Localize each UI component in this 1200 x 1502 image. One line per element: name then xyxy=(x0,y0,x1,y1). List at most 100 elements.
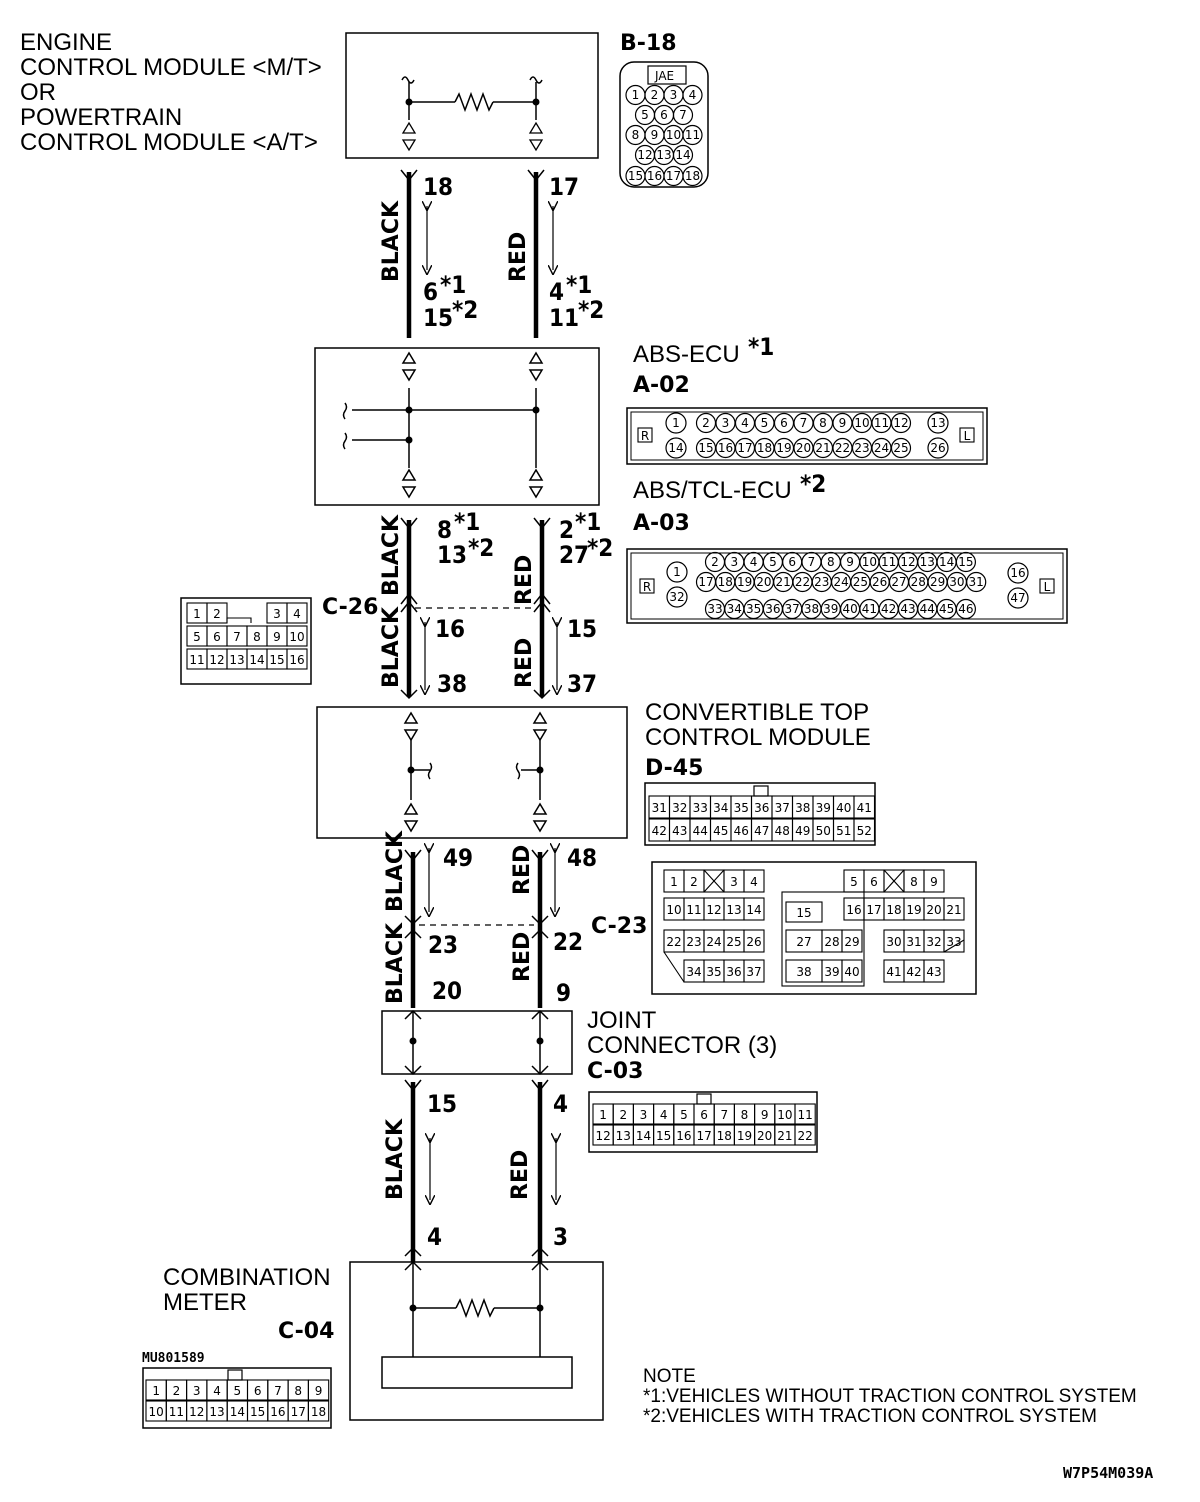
a03-pin-32 xyxy=(666,586,688,608)
c26-pin-6-label: 6 xyxy=(213,630,221,644)
abs-tcl-ecu-label: ABS/TCL-ECU xyxy=(633,477,792,504)
a03-pin-43-label: 43 xyxy=(900,602,915,616)
conv-label-1: CONVERTIBLE TOP xyxy=(645,699,869,726)
c23-pin-26-label: 26 xyxy=(746,935,761,949)
wire-color-red-3: RED xyxy=(512,638,537,688)
c03-pin-8-label: 8 xyxy=(741,1108,749,1122)
c23-connector-code: C-23 xyxy=(591,914,647,939)
a03-pin-5-label: 5 xyxy=(769,555,777,569)
star-2b: *2 xyxy=(578,296,604,324)
b18-pin-7 xyxy=(672,104,694,126)
a03-pin-46 xyxy=(955,598,977,620)
d45-pin-46-label: 46 xyxy=(734,824,749,838)
a02-pin-24-label: 24 xyxy=(874,441,889,455)
b18-pin-5-label: 5 xyxy=(641,108,649,122)
a02-connector xyxy=(626,407,988,465)
c23-pin-40-label: 40 xyxy=(844,965,859,979)
a03-pin-34-label: 34 xyxy=(727,602,742,616)
c04-pin-3-label: 3 xyxy=(193,1384,201,1398)
c23-pin-5-label: 5 xyxy=(850,875,858,889)
c26-pin-4 xyxy=(286,602,308,624)
a03-pin-39-label: 39 xyxy=(823,602,838,616)
a03-pin-3-label: 3 xyxy=(730,555,738,569)
a03-pin-1-label: 1 xyxy=(673,565,681,579)
a02-pin-8-label: 8 xyxy=(819,416,827,430)
star-2c: *2 xyxy=(468,534,494,562)
b18-pin-18 xyxy=(682,165,703,187)
a03-pin-24-label: 24 xyxy=(833,575,848,589)
a02-pin-12-label: 12 xyxy=(893,416,908,430)
d45-pin-35-label: 35 xyxy=(734,801,749,815)
note-line-2: *2:VEHICLES WITH TRACTION CONTROL SYSTEM xyxy=(643,1406,1097,1427)
c03-pin-1-label: 1 xyxy=(599,1108,607,1122)
c23-pin-12-label: 12 xyxy=(706,903,721,917)
star-2a: *2 xyxy=(452,296,478,324)
c23-pin-29-label: 29 xyxy=(844,935,859,949)
b18-connector-code: B-18 xyxy=(620,31,677,56)
pin-joint-right-bot: 4 xyxy=(553,1090,568,1118)
d45-pin-40-label: 40 xyxy=(836,801,851,815)
b18-pin-10-label: 10 xyxy=(666,128,681,142)
c04-pin-2-label: 2 xyxy=(173,1384,181,1398)
d45-pin-42-label: 42 xyxy=(652,824,667,838)
a02-pin-3-label: 3 xyxy=(722,416,730,430)
pin-joint-left-top: 20 xyxy=(432,977,462,1005)
c26-pin-13-label: 13 xyxy=(229,653,244,667)
c26-pin-4-label: 4 xyxy=(293,607,301,621)
c26-pin-3-label: 3 xyxy=(273,607,281,621)
d45-pin-41-label: 41 xyxy=(857,801,872,815)
a03-pin-47-label: 47 xyxy=(1010,591,1025,605)
c23-pin-26 xyxy=(743,929,765,953)
d45-pin-52-label: 52 xyxy=(857,824,872,838)
joint-internal xyxy=(404,1009,549,1076)
a03-pin-15 xyxy=(955,551,977,573)
pin-c26-left-bot: 38 xyxy=(437,670,467,698)
d45-pin-34-label: 34 xyxy=(713,801,728,815)
pin-conv-right: 48 xyxy=(567,844,597,872)
pin-conv-left: 49 xyxy=(443,844,473,872)
d45-pin-33-label: 33 xyxy=(693,801,708,815)
c26-pin-7-label: 7 xyxy=(233,630,241,644)
b18-pin-18-label: 18 xyxy=(685,169,700,183)
svg-text:ENGINE: ENGINE xyxy=(20,29,112,56)
c23-pin-16-label: 16 xyxy=(846,903,861,917)
c23-pin-13-label: 13 xyxy=(726,903,741,917)
b18-pin-1-label: 1 xyxy=(632,88,640,102)
a02-pin-21-label: 21 xyxy=(815,441,830,455)
c23-pin-11-label: 11 xyxy=(686,903,701,917)
c23-pin-32-label: 32 xyxy=(926,935,941,949)
a03-side-l xyxy=(1039,578,1055,594)
a02-pin-7-label: 7 xyxy=(800,416,808,430)
a02-pin-9-label: 9 xyxy=(839,416,847,430)
a03-pin-6-label: 6 xyxy=(788,555,796,569)
b18-pin-14-label: 14 xyxy=(675,148,690,162)
c23-pin-15-label: 15 xyxy=(796,906,811,920)
c04-pin-11-label: 11 xyxy=(169,1405,184,1419)
c23-pin-37-label: 37 xyxy=(746,965,761,979)
a02-pin-5-label: 5 xyxy=(761,416,769,430)
pin-c26-right-bot: 37 xyxy=(567,670,597,698)
a02-pin-6-label: 6 xyxy=(780,416,788,430)
a03-pin-25-label: 25 xyxy=(853,575,868,589)
c03-pin-22-label: 22 xyxy=(797,1129,812,1143)
abs-tcl-ecu-star: *2 xyxy=(800,470,826,498)
c03-pin-2-label: 2 xyxy=(619,1108,627,1122)
star-2d: *2 xyxy=(587,534,613,562)
c03-pin-3-label: 3 xyxy=(640,1108,648,1122)
a03-pin-1 xyxy=(666,561,688,583)
c04-pin-4-label: 4 xyxy=(213,1384,221,1398)
a03-pin-40-label: 40 xyxy=(842,602,857,616)
a03-pin-17-label: 17 xyxy=(698,575,713,589)
note-line-1: *1:VEHICLES WITHOUT TRACTION CONTROL SYS… xyxy=(643,1386,1137,1407)
c23-pin-40 xyxy=(841,959,863,983)
c26-pin-11-label: 11 xyxy=(189,653,204,667)
c23-pin-14 xyxy=(743,897,765,921)
c26-pin-10 xyxy=(286,625,308,647)
b18-pin-8-label: 8 xyxy=(632,128,640,142)
c26-pin-15-label: 15 xyxy=(269,653,284,667)
a02-connector-code: A-02 xyxy=(633,373,690,398)
d45-pin-51-label: 51 xyxy=(836,824,851,838)
c23-pin-19-label: 19 xyxy=(906,903,921,917)
a03-pin-30-label: 30 xyxy=(949,575,964,589)
